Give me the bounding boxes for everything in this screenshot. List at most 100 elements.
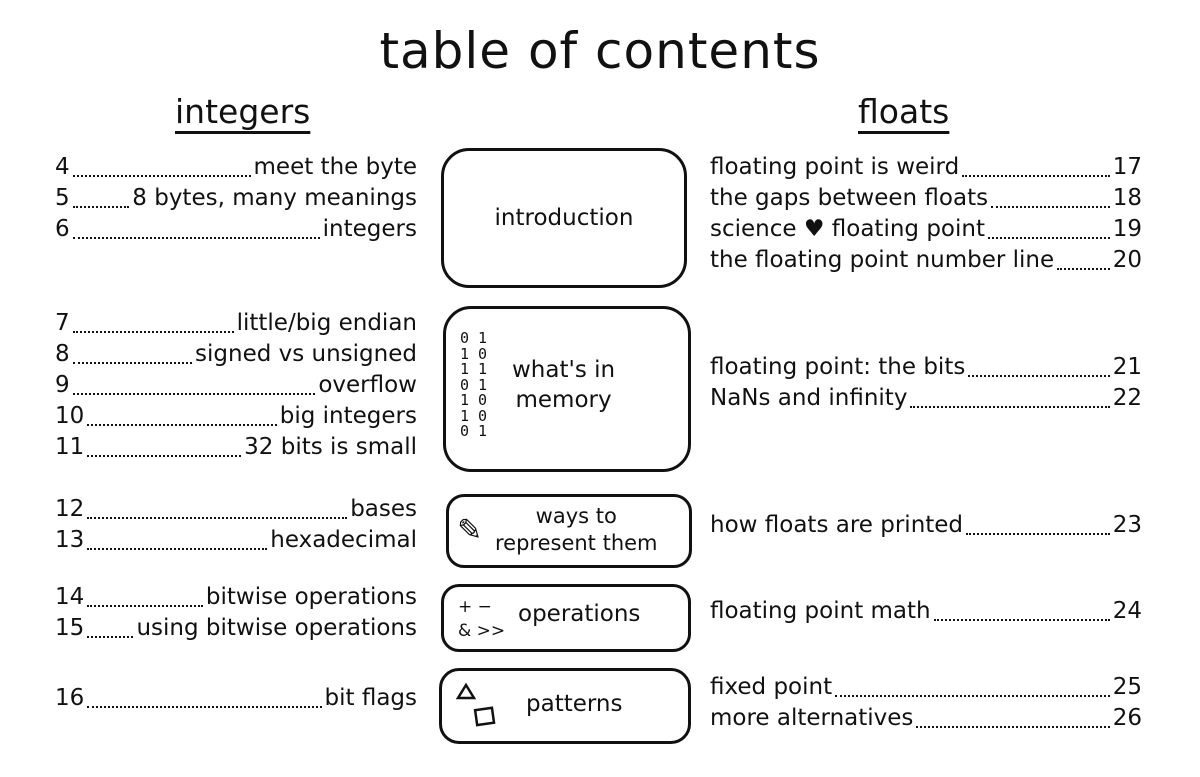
toc-entry[interactable]: 4 meet the byte [55, 154, 417, 185]
toc-entry[interactable]: fixed point 25 [710, 674, 1142, 705]
dot-leader [835, 695, 1110, 697]
binary-bits-icon: 0 1 1 0 1 1 0 1 1 0 1 0 0 1 [460, 329, 488, 440]
toc-entry[interactable]: 5 8 bytes, many meanings [55, 185, 417, 216]
page-number: 6 [55, 216, 70, 242]
entry-title: big integers [279, 403, 417, 429]
page-number: 22 [1112, 385, 1142, 411]
pencil-icon: ✎ [457, 513, 483, 548]
triangle-icon [455, 682, 477, 700]
section-ways-to-represent[interactable]: ✎ ways to represent them [446, 494, 692, 568]
dot-leader [87, 706, 322, 708]
entry-title: floating point is weird [710, 154, 960, 180]
entry-title: signed vs unsigned [195, 341, 417, 367]
shapes-icon [455, 682, 496, 727]
toc-entry[interactable]: floating point is weird 17 [710, 154, 1142, 185]
entry-title: using bitwise operations [136, 615, 417, 641]
entry-title: fixed point [710, 674, 833, 700]
entry-title: more alternatives [710, 705, 914, 731]
dot-leader [962, 175, 1110, 177]
page-number: 15 [55, 615, 85, 641]
section-label: operations [518, 601, 641, 627]
toc-entry[interactable]: science ♥ floating point 19 [710, 216, 1142, 247]
page-number: 13 [55, 527, 85, 553]
entry-title: 32 bits is small [244, 434, 417, 460]
entry-title: science ♥ floating point [710, 216, 985, 242]
section-label: ways to represent them [495, 504, 658, 555]
page-title: table of contents [379, 22, 821, 80]
dot-leader [72, 175, 251, 177]
toc-entry[interactable]: more alternatives 26 [710, 705, 1142, 736]
entry-title: floating point math [710, 598, 931, 624]
dot-leader [966, 533, 1110, 535]
entry-title: the gaps between floats [710, 185, 989, 211]
floats-heading: floats [858, 92, 950, 131]
entry-title: overflow [318, 372, 417, 398]
section-operations[interactable]: + − & >> operations [441, 584, 691, 652]
page-number: 23 [1112, 512, 1142, 538]
dot-leader [1057, 268, 1110, 270]
page-number: 14 [55, 584, 85, 610]
page-number: 8 [55, 341, 70, 367]
dot-leader [87, 605, 203, 607]
toc-entry[interactable]: 13 hexadecimal [55, 527, 417, 558]
dot-leader [968, 375, 1110, 377]
entry-title: hexadecimal [270, 527, 417, 553]
toc-entry[interactable]: 8 signed vs unsigned [55, 341, 417, 372]
entry-title: the floating point number line [710, 247, 1055, 273]
page-number: 5 [55, 185, 70, 211]
toc-entry[interactable]: 9 overflow [55, 372, 417, 403]
dot-leader [916, 726, 1110, 728]
dot-leader [87, 455, 242, 457]
operators-icon: + − & >> [458, 597, 506, 641]
toc-entry[interactable]: 15 using bitwise operations [55, 615, 417, 646]
page-number: 16 [55, 685, 85, 711]
dot-leader [87, 424, 277, 426]
dot-leader [988, 237, 1110, 239]
toc-entry[interactable]: 6 integers [55, 216, 417, 247]
toc-entry[interactable]: the floating point number line 20 [710, 247, 1142, 278]
section-whats-in-memory[interactable]: 0 1 1 0 1 1 0 1 1 0 1 0 0 1 what's in me… [443, 306, 691, 472]
dot-leader [991, 206, 1110, 208]
page-number: 21 [1112, 354, 1142, 380]
entry-title: 8 bytes, many meanings [132, 185, 417, 211]
toc-group-left-1: 4 meet the byte 5 8 bytes, many meanings 6… [55, 154, 417, 247]
toc-entry[interactable]: 14 bitwise operations [55, 584, 417, 615]
page-number: 4 [55, 154, 70, 180]
dot-leader [72, 362, 193, 364]
page-number: 19 [1112, 216, 1142, 242]
page-number: 20 [1112, 247, 1142, 273]
entry-title: how floats are printed [710, 512, 964, 538]
section-introduction[interactable]: introduction [441, 148, 687, 288]
entry-title: bitwise operations [205, 584, 417, 610]
entry-title: meet the byte [253, 154, 417, 180]
page-number: 9 [55, 372, 70, 398]
toc-entry[interactable]: how floats are printed 23 [710, 512, 1142, 543]
page-number: 26 [1112, 705, 1142, 731]
section-label: what's in memory [512, 357, 616, 413]
section-patterns[interactable]: patterns [439, 668, 691, 744]
entry-title: integers [322, 216, 417, 242]
toc-group-right-1: floating point is weird 17 the gaps betwe… [710, 154, 1142, 278]
square-icon [473, 706, 496, 727]
page-number: 7 [55, 310, 70, 336]
dot-leader [87, 517, 348, 519]
page-number: 17 [1112, 154, 1142, 180]
toc-group-right-3: how floats are printed 23 [710, 512, 1142, 543]
dot-leader [72, 206, 130, 208]
page-number: 25 [1112, 674, 1142, 700]
page-number: 12 [55, 496, 85, 522]
section-label: patterns [526, 691, 623, 717]
